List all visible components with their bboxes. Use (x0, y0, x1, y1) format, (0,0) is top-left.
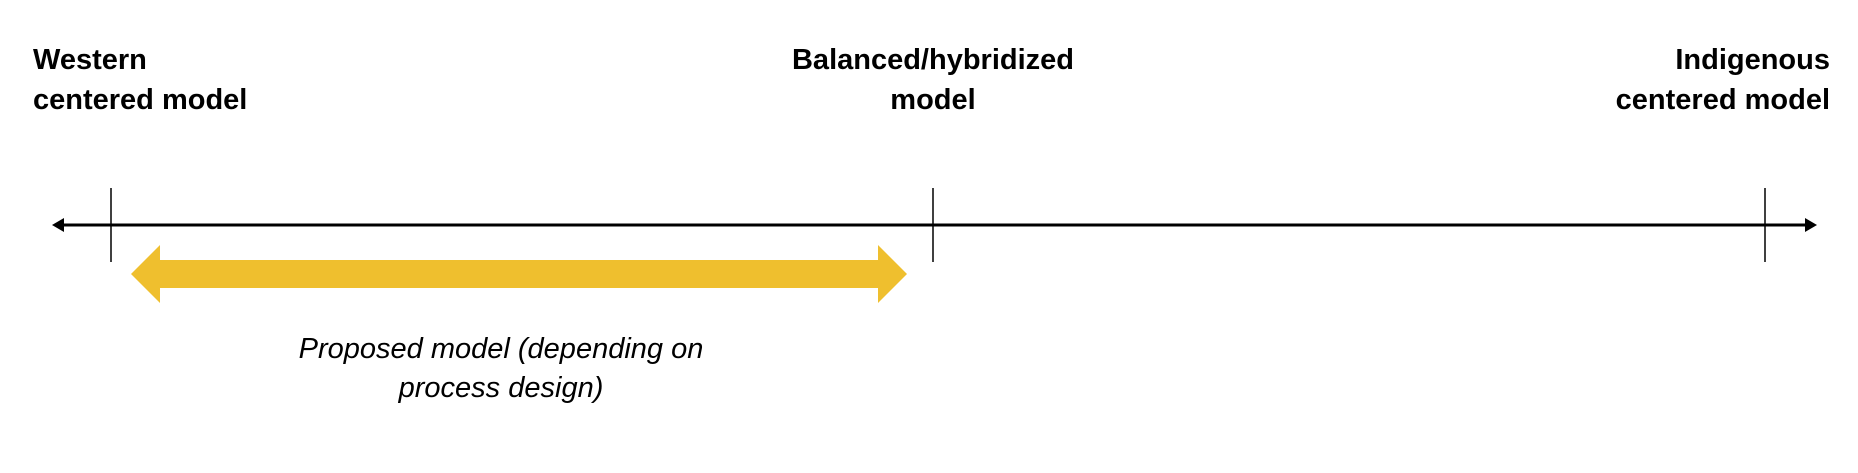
label-western-centered-model: Western centered model (33, 40, 247, 120)
label-line: centered model (1615, 84, 1830, 116)
label-line: Western (33, 44, 147, 76)
label-indigenous-centered-model: Indigenous centered model (1616, 40, 1830, 120)
label-line: Balanced/hybridized (791, 44, 1075, 76)
axis-left-arrowhead (52, 218, 64, 232)
label-line: centered model (33, 84, 248, 116)
axis-right-arrowhead (1805, 218, 1817, 232)
label-balanced-hybridized-model: Balanced/hybridized model (792, 40, 1074, 120)
caption-line: Proposed model (depending on (298, 333, 704, 365)
caption-line: process design) (398, 372, 604, 404)
proposed-model-caption: Proposed model (depending on process des… (299, 330, 704, 408)
label-line: model (890, 84, 976, 116)
label-line: Indigenous (1675, 44, 1830, 76)
proposed-range-double-arrow (131, 245, 907, 303)
